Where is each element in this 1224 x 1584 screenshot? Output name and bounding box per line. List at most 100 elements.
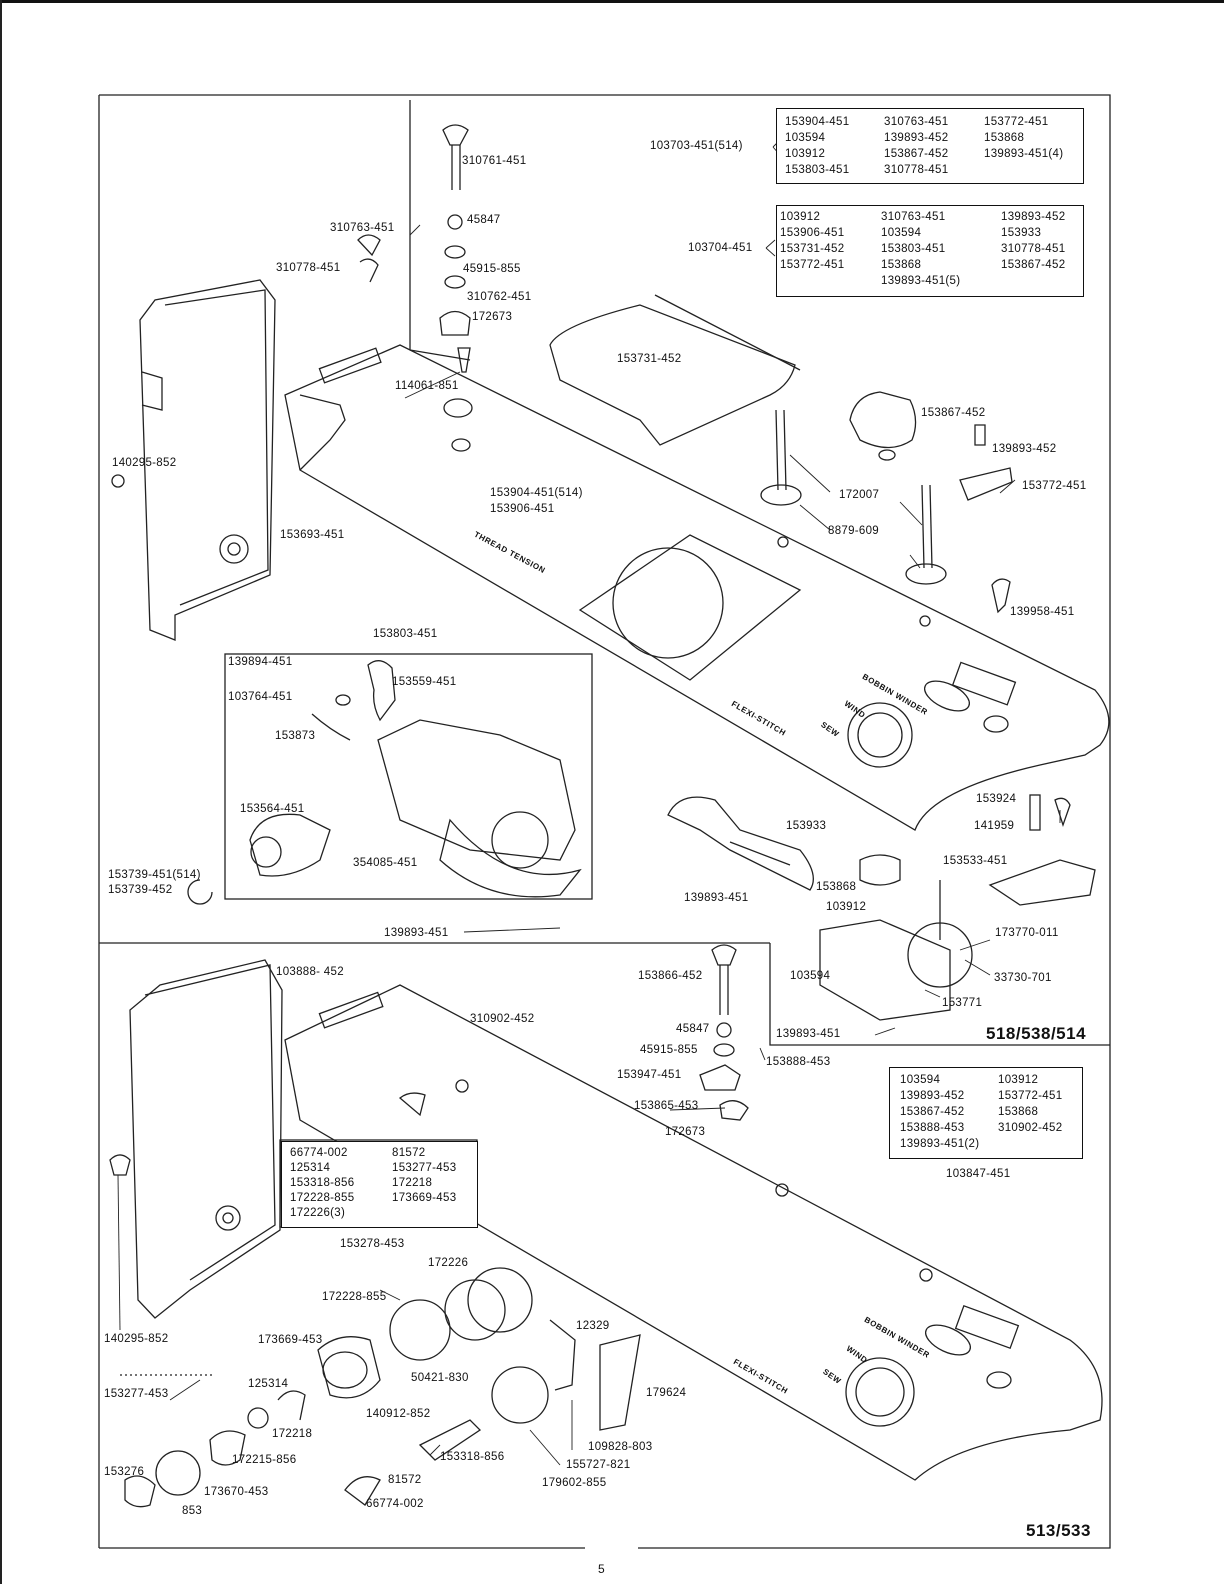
- lid-153731: [549, 304, 796, 446]
- part-label: 310778-451: [276, 262, 341, 274]
- cam-173669: [317, 1336, 381, 1399]
- kit-cell: 172226(3): [290, 1207, 346, 1219]
- part-label: 153904-451(514): [490, 487, 583, 499]
- part-label: 172226: [428, 1257, 469, 1269]
- part-label: 172673: [472, 311, 513, 323]
- part-label: 310902-452: [470, 1013, 535, 1025]
- kit-cell: 66774-002: [290, 1147, 348, 1159]
- kit-cell: 103594: [881, 227, 922, 239]
- part-label: 8879-609: [828, 525, 879, 537]
- kit-label-103847: 103847-451: [946, 1168, 1011, 1180]
- part-label: 50421-830: [411, 1372, 469, 1384]
- part-label: 139893-452: [992, 443, 1057, 455]
- part-label: 172218: [272, 1428, 313, 1440]
- kit-cell: 153772-451: [780, 259, 845, 271]
- kit-label-103704: 103704-451: [688, 242, 753, 254]
- part-label: 153559-451: [392, 676, 457, 688]
- part-label: 354085-451: [353, 857, 418, 869]
- part-label: 103888- 452: [276, 966, 344, 978]
- section-divider-2: [769, 943, 1110, 1046]
- model-number-upper: 518/538/514: [986, 1024, 1087, 1043]
- kit-cell: 173669-453: [392, 1192, 457, 1204]
- part-label: 103594: [790, 970, 831, 982]
- kit-cell: 139893-452: [1001, 211, 1066, 223]
- part-label: 310763-451: [330, 222, 395, 234]
- part-label: 153906-451: [490, 503, 555, 515]
- kit-cell: 103912: [998, 1074, 1039, 1086]
- kit-cell: 310763-451: [884, 116, 949, 128]
- part-label: 853: [182, 1505, 203, 1517]
- part-label: 155727-821: [566, 1459, 631, 1471]
- part-label: 81572: [388, 1474, 422, 1486]
- part-label: 12329: [576, 1320, 610, 1332]
- part-label: 179602-855: [542, 1477, 607, 1489]
- part-label: 33730-701: [994, 972, 1052, 984]
- bracket-153772: [959, 467, 1013, 501]
- part-label: 140295-852: [104, 1333, 169, 1345]
- kit-cell: 103594: [785, 132, 826, 144]
- part-label: 139958-451: [1010, 606, 1075, 618]
- bracket-179624: [599, 1334, 641, 1431]
- top-cover-lower: [284, 984, 1103, 1481]
- part-label: 173669-453: [258, 1334, 323, 1346]
- part-label: 310761-451: [462, 155, 527, 167]
- kit-cell: 310902-452: [998, 1122, 1063, 1134]
- kit-cell: 139893-452: [900, 1090, 965, 1102]
- part-label: 153318-856: [440, 1451, 505, 1463]
- part-label: 172673: [665, 1126, 706, 1138]
- kit-cell: 153933: [1001, 227, 1042, 239]
- kit-cell: 153867-452: [884, 148, 949, 160]
- left-border: [0, 0, 2, 1584]
- kit-cell: 153868: [984, 132, 1025, 144]
- kit-cell: 153772-451: [984, 116, 1049, 128]
- kit-cell: 310778-451: [1001, 243, 1066, 255]
- stitch-plate-assembly: [819, 919, 951, 1021]
- part-label: 139894-451: [228, 656, 293, 668]
- kit-cell: 172228-855: [290, 1192, 355, 1204]
- part-label: 103912: [826, 901, 867, 913]
- part-label: 172228-855: [322, 1291, 387, 1303]
- part-label: 141959: [974, 820, 1015, 832]
- bracket-153933: [667, 796, 814, 891]
- part-label: 140912-852: [366, 1408, 431, 1420]
- part-label: 153947-451: [617, 1069, 682, 1081]
- kit-cell: 139893-452: [884, 132, 949, 144]
- part-label: 179624: [646, 1387, 687, 1399]
- part-label: 153739-452: [108, 884, 173, 896]
- kit-cell: 153803-451: [785, 164, 850, 176]
- part-label: 45915-855: [463, 263, 521, 275]
- kit-cell: 153731-452: [780, 243, 845, 255]
- kit-cell: 153277-453: [392, 1162, 457, 1174]
- subassembly-box: [224, 653, 593, 900]
- side-cover-upper-notch: [141, 371, 163, 411]
- part-label: 153868: [816, 881, 857, 893]
- kit-cell: 153868: [998, 1106, 1039, 1118]
- kit-label-153278: 153278-453: [340, 1238, 405, 1250]
- kit-cell: 103912: [785, 148, 826, 160]
- model-number-lower: 513/533: [1026, 1521, 1091, 1540]
- page-number: 5: [598, 1562, 605, 1576]
- part-label: 153867-452: [921, 407, 986, 419]
- part-label: 66774-002: [366, 1498, 424, 1510]
- part-label: 125314: [248, 1378, 289, 1390]
- top-border: [0, 0, 1224, 3]
- part-label: 153772-451: [1022, 480, 1087, 492]
- kit-box-103703: 153904-451 310763-451 153772-451 103594 …: [776, 108, 1084, 184]
- part-label: 153866-452: [638, 970, 703, 982]
- part-label: 45847: [467, 214, 501, 226]
- part-label: 153771: [942, 997, 983, 1009]
- part-label: 103764-451: [228, 691, 293, 703]
- panel-frame: [98, 94, 1111, 1549]
- kit-cell: 153867-452: [1001, 259, 1066, 271]
- part-label: 153888-453: [766, 1056, 831, 1068]
- kit-cell: 153318-856: [290, 1177, 355, 1189]
- kit-cell: 153867-452: [900, 1106, 965, 1118]
- tension-assembly: [377, 719, 576, 861]
- kit-cell: 153888-453: [900, 1122, 965, 1134]
- kit-cell: 153803-451: [881, 243, 946, 255]
- part-label: 172215-856: [232, 1454, 297, 1466]
- kit-box-103704: 103912 310763-451 139893-452 153906-451 …: [776, 205, 1084, 297]
- kit-cell: 153772-451: [998, 1090, 1063, 1102]
